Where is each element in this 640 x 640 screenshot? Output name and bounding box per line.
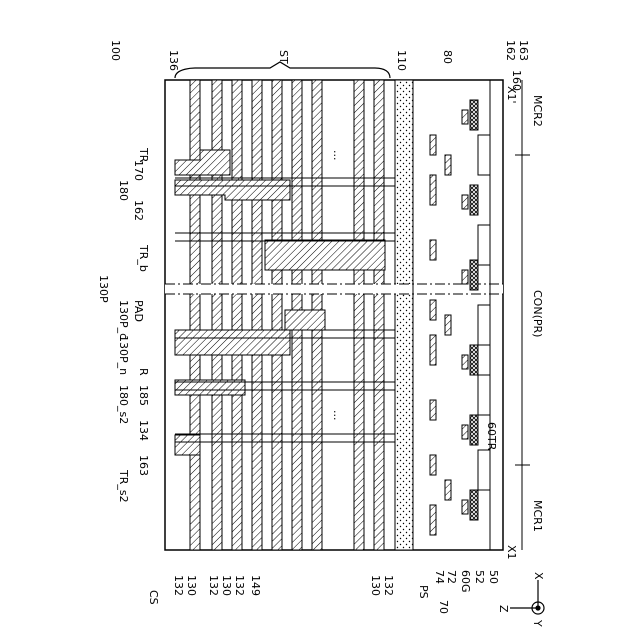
label-130-b: 130 bbox=[220, 575, 233, 596]
label-ellipsis-top: ... bbox=[331, 150, 344, 161]
axis-indicator bbox=[510, 580, 544, 614]
st-bracket bbox=[175, 62, 390, 78]
label-80: 80 bbox=[441, 50, 454, 64]
label-162: 162 bbox=[132, 200, 145, 221]
label-axis-y: Y bbox=[531, 619, 544, 627]
label-170: 170 bbox=[132, 160, 145, 181]
label-130-c: 130 bbox=[369, 575, 382, 596]
label-axis-z: Z bbox=[497, 605, 510, 613]
label-149: 149 bbox=[249, 575, 262, 596]
label-ellipsis-bottom: ... bbox=[331, 410, 344, 421]
label-50: 50 bbox=[487, 570, 500, 584]
label-130p: 130P bbox=[97, 275, 110, 303]
label-163-top: 163 bbox=[517, 40, 530, 61]
label-180-s2: 180_s2 bbox=[117, 385, 130, 424]
label-72: 72 bbox=[445, 570, 458, 584]
label-132-b: 132 bbox=[207, 575, 220, 596]
label-cs: CS bbox=[147, 590, 160, 605]
break-gap bbox=[165, 284, 503, 294]
label-132-c: 132 bbox=[233, 575, 246, 596]
label-180: 180 bbox=[117, 180, 130, 201]
label-60tr: 60TR bbox=[485, 422, 498, 451]
label-130-a: 130 bbox=[185, 575, 198, 596]
label-x1: X1 bbox=[505, 545, 518, 560]
label-132-a: 132 bbox=[172, 575, 185, 596]
label-mcr2: MCR2 bbox=[531, 95, 544, 127]
label-136: 136 bbox=[167, 50, 180, 71]
label-mcr1: MCR1 bbox=[531, 500, 544, 532]
label-ps: PS bbox=[417, 585, 430, 599]
label-70: 70 bbox=[437, 600, 450, 614]
label-130p-n: 130P_n bbox=[117, 335, 130, 375]
label-162-top: 162 bbox=[504, 40, 517, 61]
label-tr-s2: TR_s2 bbox=[117, 469, 130, 503]
label-axis-x: X bbox=[532, 572, 545, 580]
region-dividers bbox=[515, 80, 530, 550]
label-74: 74 bbox=[433, 570, 446, 584]
label-163: 163 bbox=[137, 455, 150, 476]
label-x1-prime: X1' bbox=[505, 86, 518, 104]
label-pad: PAD bbox=[132, 300, 145, 322]
label-r: R bbox=[137, 368, 150, 376]
label-60g: 60G bbox=[459, 570, 472, 593]
peripheral-circuit bbox=[413, 80, 490, 550]
dotted-layer-110 bbox=[395, 80, 413, 550]
label-ref-number: 100 bbox=[109, 40, 122, 61]
label-52: 52 bbox=[473, 570, 486, 584]
label-185: 185 bbox=[137, 385, 150, 406]
label-st: ST bbox=[277, 50, 290, 64]
label-tr-b: TR_b bbox=[137, 244, 150, 272]
label-con-pr: CON(PR) bbox=[531, 290, 544, 337]
label-134: 134 bbox=[137, 420, 150, 441]
label-130p-c: 130P_c bbox=[117, 300, 130, 339]
label-110: 110 bbox=[395, 50, 408, 71]
label-132-d: 132 bbox=[382, 575, 395, 596]
